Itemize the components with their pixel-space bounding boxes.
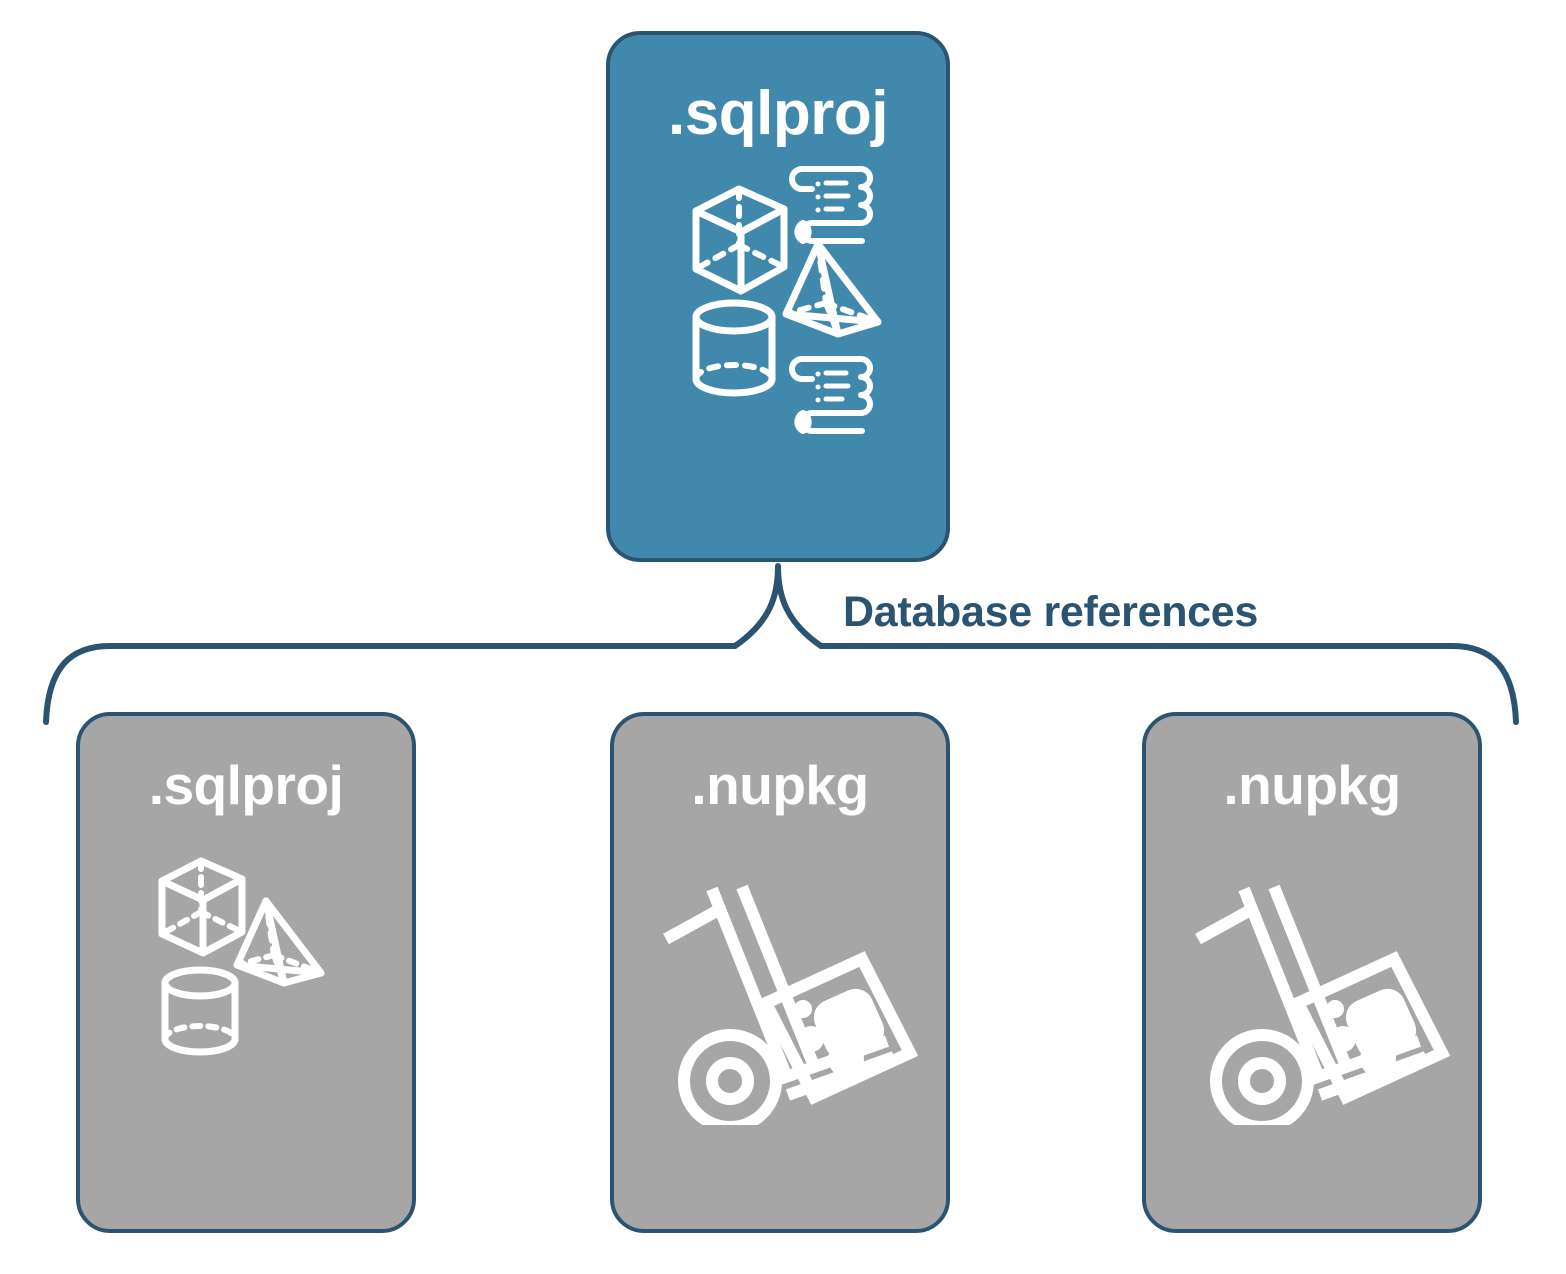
hand-truck-package-icon [663, 884, 919, 1125]
node-reference-nupkg-2-artwork [1146, 813, 1478, 1229]
connector-label: Database references [843, 588, 1258, 636]
script-scroll-icon [789, 356, 873, 434]
node-root-sqlproj-artwork [610, 145, 946, 558]
brace-path [43, 563, 1519, 725]
node-root-sqlproj[interactable]: .sqlproj [606, 31, 950, 562]
node-reference-nupkg-2[interactable]: .nupkg [1142, 712, 1482, 1233]
pyramid-icon [782, 240, 882, 338]
cube-icon [692, 185, 788, 295]
node-reference-nupkg-1-label: .nupkg [691, 754, 869, 816]
node-reference-sqlproj[interactable]: .sqlproj [76, 712, 416, 1233]
cylinder-icon [692, 299, 776, 397]
cube-icon [158, 857, 246, 957]
script-scroll-icon [789, 166, 873, 244]
hand-truck-package-icon [1195, 884, 1451, 1125]
node-reference-nupkg-1[interactable]: .nupkg [610, 712, 950, 1233]
node-root-sqlproj-label: .sqlproj [668, 79, 888, 148]
sqlproj-shapes-group [692, 166, 882, 434]
pyramid-icon [233, 897, 325, 987]
node-reference-sqlproj-label: .sqlproj [148, 754, 344, 816]
node-reference-sqlproj-artwork [80, 813, 412, 1229]
nuget-glyph [1326, 988, 1417, 1077]
cylinder-icon [161, 966, 239, 1056]
nuget-glyph [794, 988, 885, 1077]
node-reference-nupkg-1-artwork [614, 813, 946, 1229]
sqlproj-shapes-group [158, 857, 325, 1056]
node-reference-nupkg-2-label: .nupkg [1223, 754, 1401, 816]
